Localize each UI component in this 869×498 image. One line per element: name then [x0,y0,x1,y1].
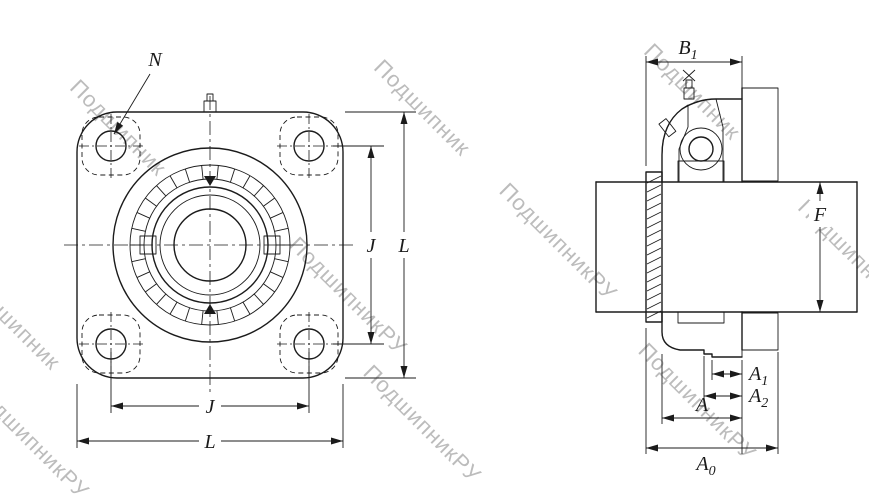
housing-upper-outline [661,98,743,183]
dimension-f: F [809,182,831,312]
front-view-dimensions: N J L [76,49,416,454]
label-a2: A2 [747,385,768,411]
set-screw-section [658,118,677,138]
dimension-a: A [661,354,742,424]
label-a: A [694,394,709,416]
label-l-horizontal: L [203,431,215,453]
dimension-a1: A1 [711,360,768,454]
housing-section-upper-left [661,104,689,183]
label-l-vertical: L [397,235,409,257]
front-view [64,93,356,394]
side-view-dimensions: B1 F A1 A2 [645,37,831,479]
label-f: F [813,204,827,226]
grease-nipple-front [203,93,217,113]
set-screw-left [139,235,157,255]
bolt-hole-top-left [79,114,143,178]
dimension-a2: A2 [703,356,768,411]
label-j-vertical: J [367,235,377,257]
label-a0: A0 [694,453,715,479]
label-j-horizontal: J [206,396,216,418]
serration-ring-ticks [130,165,290,325]
housing-lower-outline [661,311,743,358]
label-b1: B1 [678,37,697,63]
dimension-a0: A0 [645,328,779,479]
inner-ring [677,160,725,182]
label-a1: A1 [747,363,768,389]
grease-fitting-side [682,69,696,100]
side-view [595,69,858,358]
top-notch-mark [204,176,216,186]
dimension-b1: B1 [645,37,743,166]
dimension-l-horizontal: L [76,384,344,454]
label-n: N [147,49,163,71]
dimension-n: N [113,49,163,135]
dimension-j-horizontal: J [110,352,310,419]
collar-knurl [646,175,662,319]
set-screw-right [263,235,281,255]
locking-collar [645,171,663,323]
bearing-ball [688,136,714,162]
bottom-notch-mark [204,304,216,314]
dimension-j-vertical: J [333,145,384,345]
dimension-l-vertical: L [345,111,416,379]
bearing-race [679,127,723,171]
inner-ring-lower [677,311,725,324]
mounting-wall-upper [741,87,779,182]
mounting-wall-lower [741,312,779,351]
